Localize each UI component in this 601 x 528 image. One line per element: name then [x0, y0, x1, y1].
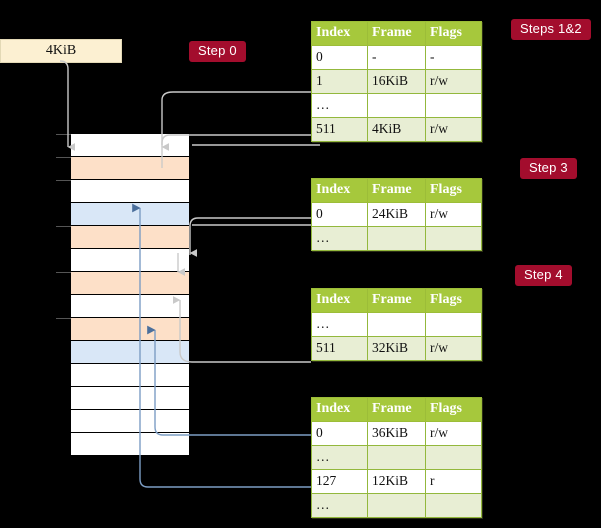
column-header-index: Index	[311, 288, 368, 313]
frame-tick-8	[56, 318, 71, 319]
table-row: …	[311, 312, 482, 337]
table-row: …	[311, 445, 482, 470]
cell-index: 511	[311, 117, 368, 142]
frame-tick-2	[56, 180, 71, 181]
column-header-frame: Frame	[367, 397, 426, 422]
table-row: …	[311, 93, 482, 118]
table-row: …	[311, 493, 482, 518]
table-row: 0--	[311, 45, 482, 70]
cell-frame	[367, 93, 426, 118]
cell-flags	[425, 226, 482, 251]
cell-frame	[367, 312, 426, 337]
step-badge-steps12: Steps 1&2	[511, 19, 591, 40]
cell-frame	[367, 493, 426, 518]
column-header-index: Index	[311, 21, 368, 46]
cell-frame: 24KiB	[367, 202, 426, 227]
column-header-index: Index	[311, 397, 368, 422]
cell-index: 0	[311, 202, 368, 227]
cell-flags: r/w	[425, 117, 482, 142]
cell-index: …	[311, 93, 368, 118]
cell-flags	[425, 312, 482, 337]
column-header-frame: Frame	[367, 288, 426, 313]
cell-index: 1	[311, 69, 368, 94]
cell-flags: -	[425, 45, 482, 70]
cell-index: …	[311, 493, 368, 518]
cell-flags: r/w	[425, 69, 482, 94]
step-badge-step3: Step 3	[520, 158, 577, 179]
physical-memory-frames	[56, 133, 190, 457]
memory-frame-5	[71, 249, 189, 272]
cell-index: …	[311, 226, 368, 251]
cell-frame: 4KiB	[367, 117, 426, 142]
memory-frame-6	[71, 272, 189, 295]
column-header-frame: Frame	[367, 21, 426, 46]
memory-frame-1	[71, 157, 189, 180]
memory-frame-0	[71, 134, 189, 157]
cell-frame: 16KiB	[367, 69, 426, 94]
memory-frame-12	[71, 410, 189, 433]
column-header-flags: Flags	[425, 21, 482, 46]
cell-flags	[425, 445, 482, 470]
column-header-index: Index	[311, 178, 368, 203]
cell-index: 127	[311, 469, 368, 494]
memory-frame-11	[71, 387, 189, 410]
cell-frame: 36KiB	[367, 421, 426, 446]
cell-flags: r/w	[425, 421, 482, 446]
frame-tick-0	[56, 134, 71, 135]
cell-flags	[425, 493, 482, 518]
column-header-flags: Flags	[425, 397, 482, 422]
cell-index: 511	[311, 336, 368, 361]
column-header-frame: Frame	[367, 178, 426, 203]
column-header-flags: Flags	[425, 288, 482, 313]
column-header-flags: Flags	[425, 178, 482, 203]
frame-tick-4	[56, 226, 71, 227]
cell-flags: r	[425, 469, 482, 494]
memory-frame-13	[71, 433, 189, 456]
cell-frame: 12KiB	[367, 469, 426, 494]
page-size-label: 4KiB	[0, 39, 122, 63]
cell-index: 0	[311, 421, 368, 446]
memory-frame-4	[71, 226, 189, 249]
cell-frame	[367, 226, 426, 251]
memory-frame-8	[71, 318, 189, 341]
step-badge-step4: Step 4	[515, 265, 572, 286]
step-badge-step0: Step 0	[189, 41, 246, 62]
memory-frame-3	[71, 203, 189, 226]
cell-index: 0	[311, 45, 368, 70]
frame-tick-6	[56, 272, 71, 273]
cell-flags: r/w	[425, 202, 482, 227]
frame-tick-1	[56, 157, 71, 158]
memory-frame-9	[71, 341, 189, 364]
cell-index: …	[311, 445, 368, 470]
memory-frame-2	[71, 180, 189, 203]
cell-flags: r/w	[425, 336, 482, 361]
cell-flags	[425, 93, 482, 118]
cell-index: …	[311, 312, 368, 337]
memory-frame-10	[71, 364, 189, 387]
cell-frame: 32KiB	[367, 336, 426, 361]
memory-frame-7	[71, 295, 189, 318]
cell-frame	[367, 445, 426, 470]
table-row: …	[311, 226, 482, 251]
cell-frame: -	[367, 45, 426, 70]
